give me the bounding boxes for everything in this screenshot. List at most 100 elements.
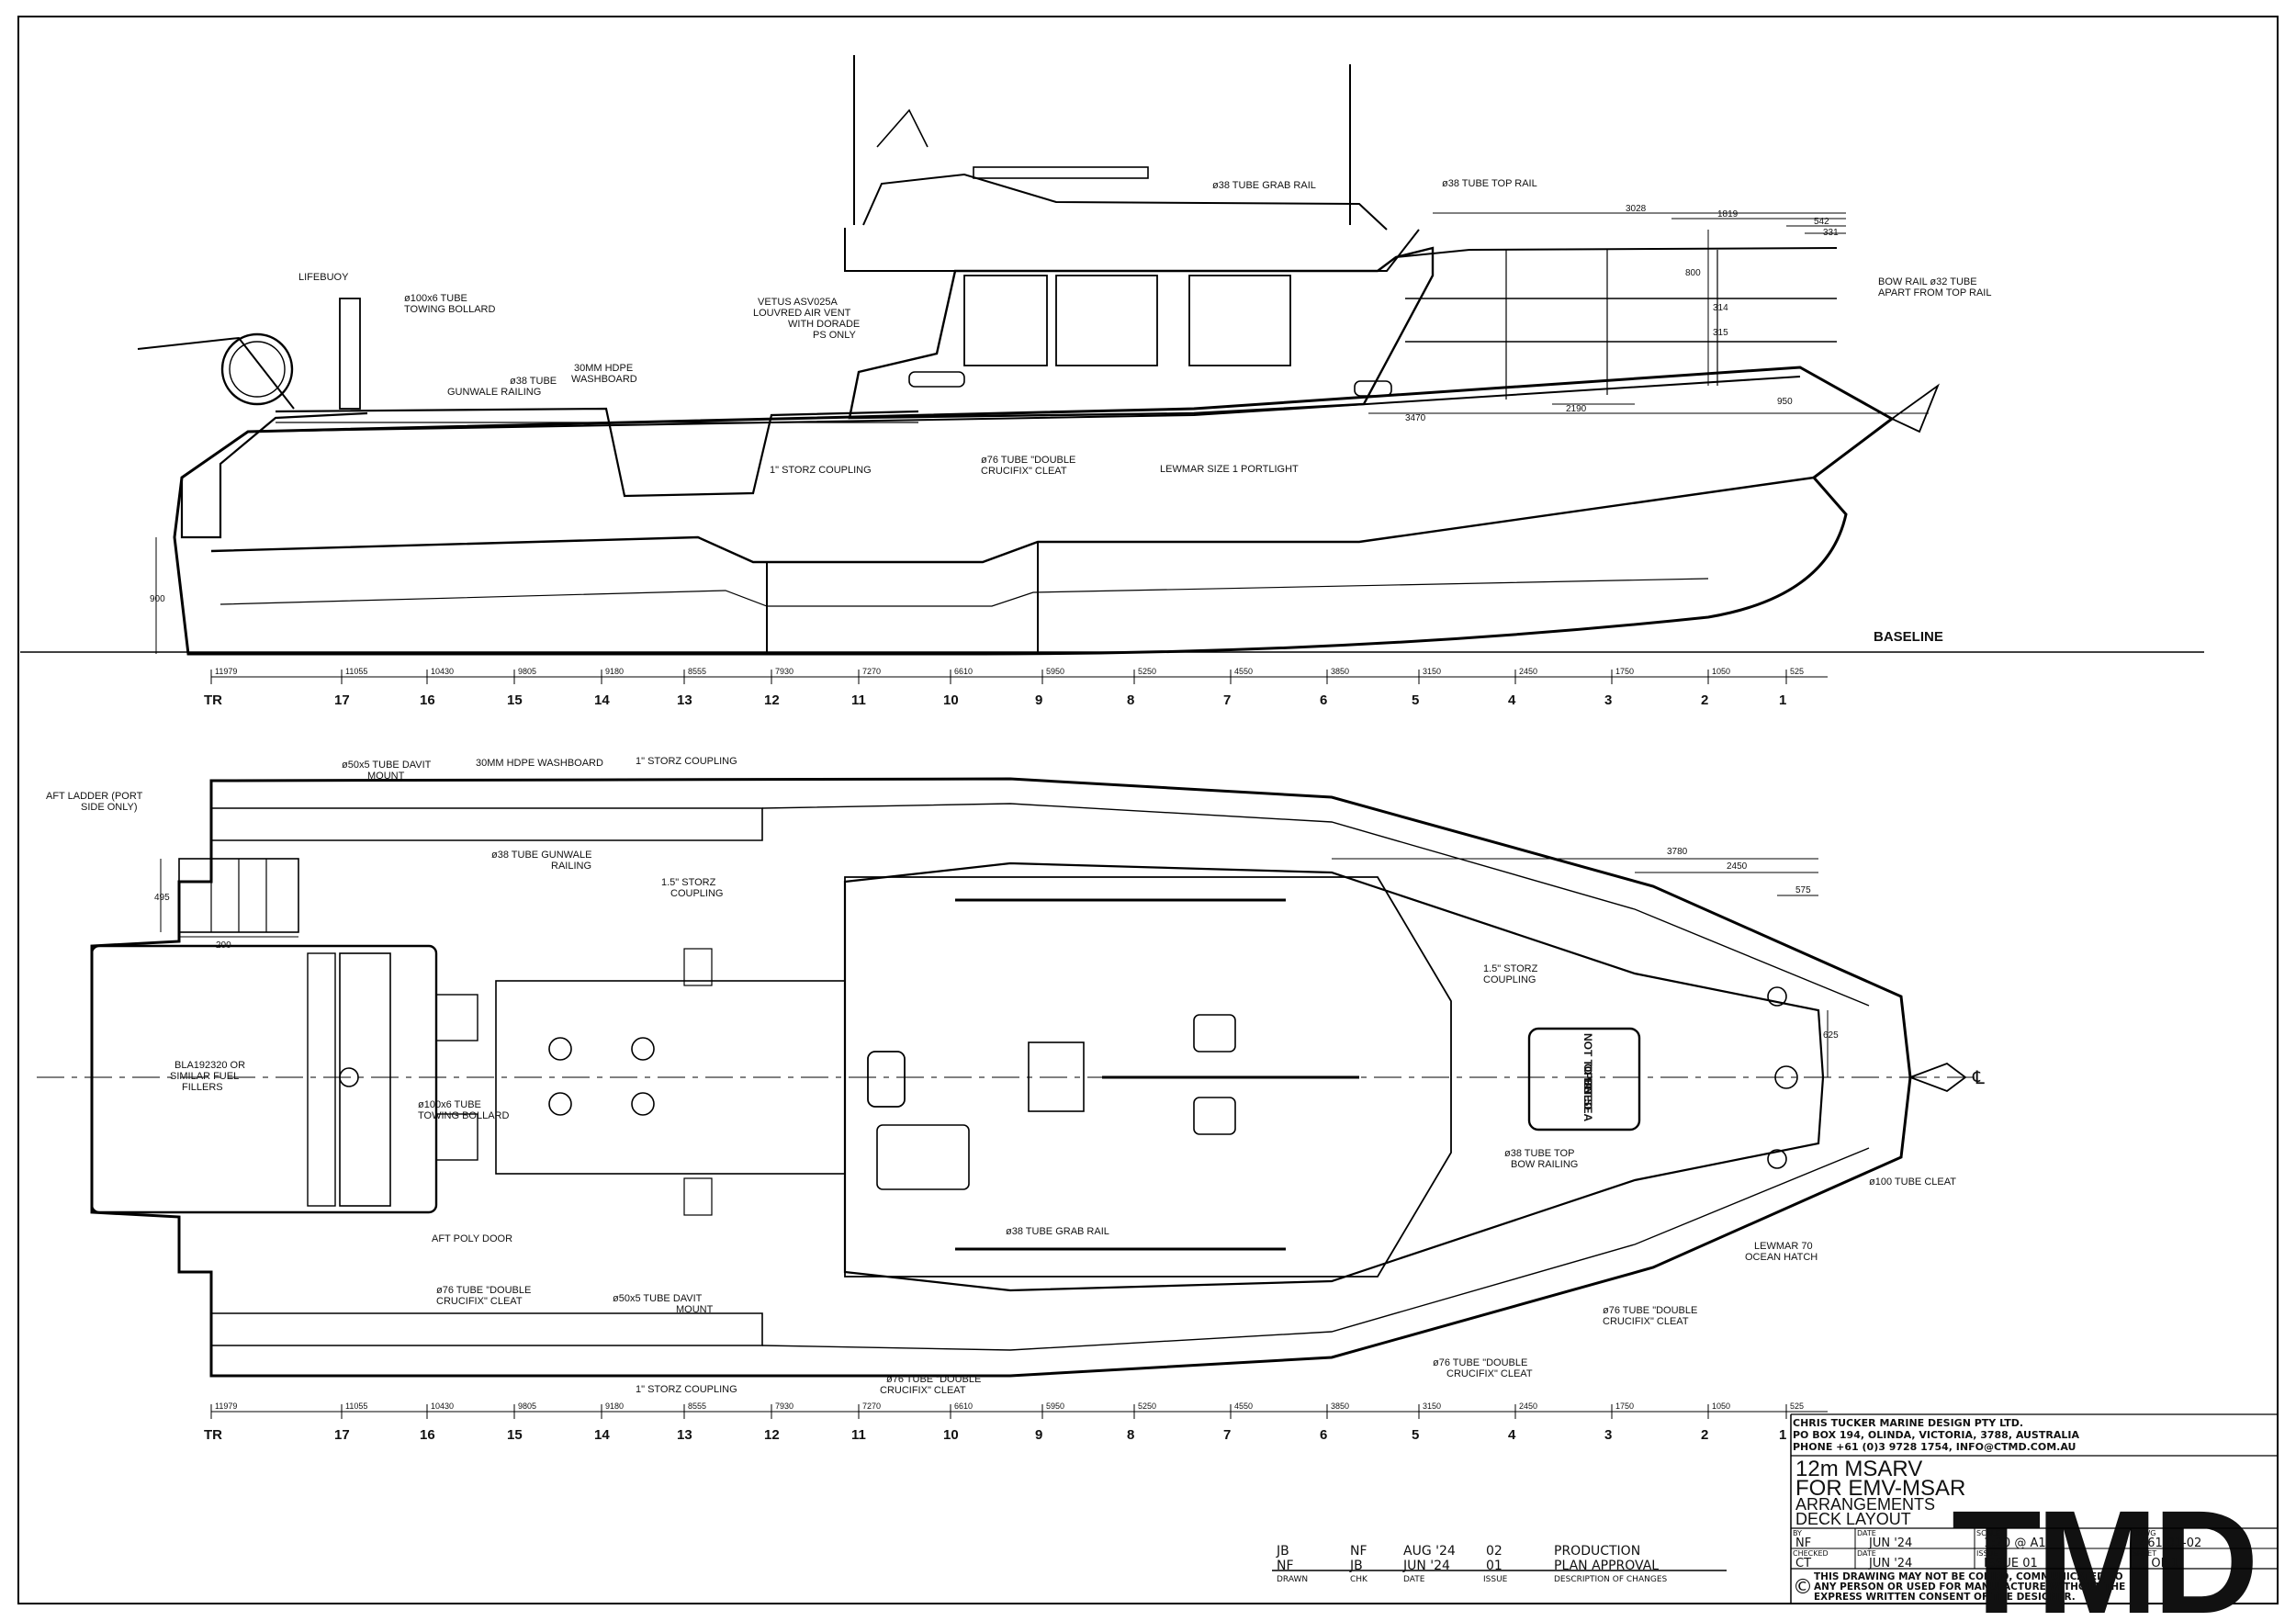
station-dim: 11979 [215, 1401, 237, 1411]
station-dim: 11055 [345, 1401, 367, 1411]
checked-label: CHECKED [1793, 1549, 1829, 1558]
station-dim: 4550 [1234, 667, 1253, 676]
dim-542: 542 [1814, 217, 1829, 227]
station-label: 14 [594, 1427, 610, 1443]
cleat-bot-label-2: CRUCIFIX" CLEAT [880, 1385, 966, 1396]
vent-label-3: WITH DORADE [788, 319, 860, 330]
station-dim: 3150 [1423, 1401, 1441, 1411]
cleat-r-label-2: CRUCIFIX" CLEAT [1603, 1316, 1689, 1327]
profile-view [20, 55, 2204, 656]
station-label: 17 [334, 1427, 350, 1443]
bollard-label-plan-2: TOWING BOLLARD [418, 1110, 509, 1121]
cleat-label-plan-1: ø76 TUBE "DOUBLE [436, 1285, 531, 1296]
fuel-label-3: FILLERS [182, 1082, 223, 1093]
station-dim: 1050 [1712, 667, 1730, 676]
revision-cell: JUN '24 [1402, 1559, 1450, 1573]
station-dim: 11979 [215, 667, 237, 676]
station-label: 1 [1779, 1427, 1786, 1443]
issue-label: ISSUE [1976, 1549, 1998, 1558]
fuel-label-1: BLA192320 OR [174, 1060, 245, 1071]
station-label: 7 [1223, 1427, 1231, 1443]
rev-header-drawn: DRAWN [1277, 1575, 1308, 1584]
revision-cell: PRODUCTION [1554, 1544, 1640, 1559]
station-dim: 3150 [1423, 667, 1441, 676]
rev-header-chk: CHK [1350, 1575, 1368, 1584]
station-dim: 2450 [1519, 667, 1537, 676]
toprail-label-plan-1: ø38 TUBE TOP [1504, 1148, 1574, 1159]
station-dim: 9180 [605, 1401, 624, 1411]
davit-label-2: MOUNT [367, 771, 405, 782]
date2-label: DATE [1857, 1549, 1876, 1558]
davit-bot-label-1: ø50x5 TUBE DAVIT [613, 1293, 703, 1304]
subtitle-line-1: ARRANGEMENTS [1795, 1495, 1935, 1514]
title-line-2: FOR EMV-MSAR [1795, 1476, 1965, 1501]
baseline-label: BASELINE [1874, 629, 1943, 645]
station-label: 5 [1412, 1427, 1419, 1443]
cleat-r-label-1: ø76 TUBE "DOUBLE [1603, 1305, 1697, 1316]
station-label: 6 [1320, 1427, 1327, 1443]
title-block: TMD CHRIS TUCKER MARINE DESIGN PTY LTD. … [1790, 1413, 2278, 1621]
station-scale-bottom: 11979TR110551710430169805159180148555137… [204, 1401, 1828, 1443]
washboard-label-plan: 30MM HDPE WASHBOARD [476, 758, 603, 769]
station-label: 3 [1604, 692, 1612, 708]
station-label: 16 [420, 692, 435, 708]
storz-label-bot: 1" STORZ COUPLING [636, 1384, 737, 1395]
gunwale-label-2: GUNWALE RAILING [447, 387, 541, 398]
station-label: 8 [1127, 692, 1134, 708]
date-label: DATE [1857, 1529, 1876, 1537]
station-dim: 1750 [1615, 1401, 1634, 1411]
station-dim: 9805 [518, 1401, 536, 1411]
sheet-label: SHEET [2133, 1549, 2156, 1558]
company-phone: PHONE +61 (0)3 9728 1754, INFO@CTMD.COM.… [1793, 1441, 2076, 1453]
station-label: 5 [1412, 692, 1419, 708]
company-name: CHRIS TUCKER MARINE DESIGN PTY LTD. [1793, 1417, 2023, 1429]
washboard-label-2: WASHBOARD [571, 374, 637, 385]
dim-625: 625 [1823, 1030, 1839, 1041]
station-label: 9 [1035, 1427, 1042, 1443]
station-dim: 7270 [862, 667, 881, 676]
station-dim: 9180 [605, 667, 624, 676]
gunwale-label-plan-2: RAILING [551, 861, 591, 872]
company-address: PO BOX 194, OLINDA, VICTORIA, 3788, AUST… [1793, 1429, 2079, 1441]
station-dim: 3850 [1331, 1401, 1349, 1411]
drwg-value: 461-01-02 [2140, 1537, 2201, 1550]
station-label: 16 [420, 1427, 435, 1443]
station-scale-top: 11979TR110551710430169805159180148555137… [204, 667, 1828, 708]
bow-rail-label-1: BOW RAIL ø32 TUBE [1878, 276, 1977, 287]
revision-cell: JB [1276, 1544, 1289, 1559]
station-label: 7 [1223, 692, 1231, 708]
top-rail-label: ø38 TUBE TOP RAIL [1442, 178, 1537, 189]
station-label: 2 [1701, 692, 1708, 708]
station-label: 2 [1701, 1427, 1708, 1443]
dim-575: 575 [1795, 885, 1811, 895]
vent-label-2: LOUVRED AIR VENT [753, 308, 851, 319]
by-label: BY [1793, 1529, 1802, 1537]
davit-bot-label-2: MOUNT [676, 1304, 714, 1315]
sheet-border [17, 16, 2279, 1604]
portlight-label: LEWMAR SIZE 1 PORTLIGHT [1160, 464, 1299, 475]
station-dim: 11055 [345, 667, 367, 676]
station-label: 10 [943, 692, 959, 708]
storz-label: 1" STORZ COUPLING [770, 465, 872, 476]
gunwale-label-plan-1: ø38 TUBE GUNWALE [491, 850, 591, 861]
station-label: 14 [594, 692, 610, 708]
station-dim: 9805 [518, 667, 536, 676]
cleat-rb-label-2: CRUCIFIX" CLEAT [1446, 1368, 1533, 1379]
station-label: 3 [1604, 1427, 1612, 1443]
dim-3780: 3780 [1667, 847, 1688, 857]
station-label: TR [204, 692, 222, 708]
dim-950: 950 [1777, 397, 1793, 407]
dim-3470: 3470 [1405, 413, 1426, 423]
station-label: 17 [334, 692, 350, 708]
station-label: 13 [677, 692, 692, 708]
dim-2190: 2190 [1566, 404, 1587, 414]
station-dim: 525 [1790, 1401, 1804, 1411]
storz15b-label-2: COUPLING [1483, 974, 1536, 985]
station-dim: 10430 [431, 1401, 454, 1411]
dim-800: 800 [1685, 268, 1701, 278]
station-dim: 7270 [862, 1401, 881, 1411]
toprail-label-plan-2: BOW RAILING [1511, 1159, 1578, 1170]
rev-header-issue: ISSUE [1483, 1575, 1508, 1584]
